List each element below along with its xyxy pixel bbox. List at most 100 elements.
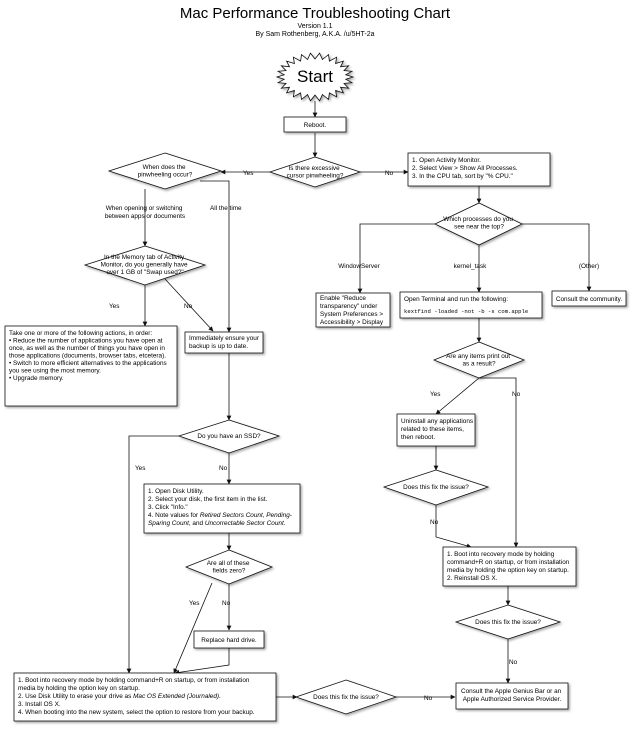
node-backup: Immediately ensure your backup is up to … (184, 331, 264, 354)
node-fix-question-2-text: Does this fix the issue? (475, 619, 541, 626)
node-when-question-shape (107, 152, 223, 190)
node-backup-line: backup is up to date. (189, 343, 248, 350)
node-which-question-line: Which processes do you (443, 216, 513, 223)
node-activity-monitor-line: 2. Select View > Show All Processes. (412, 165, 518, 172)
node-ssd-question: Do you have an SSD? (177, 419, 281, 454)
node-when-question-line: When does the (143, 164, 186, 171)
node-recovery-left-tail: 3. Install OS X. 4. When booting into th… (18, 701, 255, 716)
node-zero-question-line: fields zero? (213, 568, 246, 575)
node-genius-line: Apple Authorized Service Provider. (463, 696, 562, 703)
node-fix-question-1-shape (382, 469, 490, 506)
node-replace-drive-text: Replace hard drive. (201, 637, 257, 644)
node-recovery-left-step2-em: Mac OS Extended (Journaled) (133, 693, 219, 700)
node-genius: Consult the Apple Genius Bar or an Apple… (455, 682, 569, 710)
node-reduce-transparency-line: Accessibility > Display (320, 319, 384, 326)
label-no-fix2: No (509, 659, 518, 666)
node-uninstall: Uninstall any applications related to th… (396, 413, 476, 447)
label-no-fix1: No (430, 519, 439, 526)
node-disk-utility-note-em2: Sparing Count, (148, 520, 191, 527)
node-memory-actions-line: you see using the most memory. (9, 368, 101, 375)
node-community-text: Consult the community. (556, 296, 623, 303)
node-reduce-transparency-box (315, 292, 391, 328)
label-yes-cursor: Yes (243, 170, 253, 177)
node-terminal-line: Open Terminal and run the following: (404, 296, 508, 303)
label-no-ssd: No (219, 465, 228, 472)
label-kernel-task: kernel_task (454, 263, 487, 270)
node-replace-drive-line: Replace hard drive. (201, 637, 257, 644)
label-all-time: All the time (210, 205, 242, 212)
node-zero-question-text: Are all of these fields zero? (207, 560, 251, 575)
node-which-question-line: see near the top? (454, 224, 504, 231)
node-recovery-left-step2-prefix: 2. Use Disk Utility to erase your drive … (18, 693, 133, 700)
label-no-cursor: No (385, 170, 394, 177)
node-disk-utility: 1. Open Disk Utility. 2. Select your dis… (143, 483, 301, 534)
node-memory-actions-line: • Switch to more efficient alternatives … (9, 360, 167, 367)
node-disk-utility-note-prefix: 4. Note values for (148, 512, 200, 519)
edge-replace-recovery-left (174, 648, 230, 675)
edge-fix1-recovery (435, 505, 472, 549)
node-which-question-shape (434, 202, 523, 246)
chart-title: Mac Performance Troubleshooting Chart (179, 5, 451, 22)
node-items-question: Are any items print out as a result? (432, 341, 526, 379)
node-terminal-command: kextfind -loaded -not -b -s com.apple (404, 308, 528, 315)
node-cursor-question-line: Is there excessive (289, 165, 341, 172)
node-replace-drive: Replace hard drive. (193, 630, 265, 649)
node-fix-question-2-line: Does this fix the issue? (475, 619, 541, 626)
node-fix-question-1-text: Does this fix the issue? (403, 484, 469, 491)
node-recovery-left-line: 4. When booting into the new system, sel… (18, 709, 255, 716)
node-terminal-text: Open Terminal and run the following: (404, 296, 508, 303)
label-yes-ssd: Yes (135, 465, 145, 472)
node-fix-question-3-line: Does this fix the issue? (313, 694, 379, 701)
node-reduce-transparency-line: System Preferences > (320, 311, 383, 318)
node-reboot-text: Reboot. (304, 122, 327, 129)
node-recovery-left-line: 1. Boot into recovery mode by holding co… (18, 677, 250, 684)
start-label: Start (297, 67, 333, 86)
node-memory-actions-line: • Upgrade memory. (9, 375, 64, 382)
node-disk-utility-line: 3. Click "Info." (148, 504, 188, 511)
node-disk-utility-line: 2. Select your disk, the first item in t… (148, 496, 268, 503)
node-disk-utility-note: 4. Note values for Retired Sectors Count… (148, 512, 292, 519)
node-reduce-transparency-line: transparency" under (320, 303, 378, 310)
node-recovery-right-line: 1. Boot into recovery mode by holding (447, 551, 555, 558)
node-activity-monitor-text: 1. Open Activity Monitor. 2. Select View… (412, 157, 519, 180)
node-reboot-line: Reboot. (304, 122, 327, 129)
node-cursor-question: Is there excessive cursor pinwheeling? (268, 156, 362, 188)
node-start: Start (275, 52, 355, 102)
node-fix-question-3: Does this fix the issue? (294, 679, 398, 715)
node-recovery-left-box (13, 672, 277, 722)
node-backup-text: Immediately ensure your backup is up to … (189, 335, 261, 350)
node-zero-question-line: Are all of these (207, 560, 250, 567)
node-when-question: When does the pinwheeling occur? (107, 152, 223, 190)
node-memory-question-line: over 1 GB of "Swap used?" (106, 269, 183, 276)
node-memory-question-text: In the Memory tab of Activity Monitor, d… (101, 254, 190, 276)
label-no-zero: No (222, 600, 231, 607)
node-cursor-question-shape (268, 156, 362, 188)
node-activity-monitor-line: 3. In the CPU tab, sort by "% CPU." (412, 173, 513, 180)
node-memory-actions-line: those applications (documents, browser t… (9, 353, 166, 360)
node-backup-line: Immediately ensure your (189, 335, 260, 342)
node-memory-actions-line: once, as well as the number of things yo… (9, 345, 165, 352)
node-cursor-question-line: cursor pinwheeling? (287, 173, 344, 180)
node-recovery-right-box (442, 546, 577, 587)
node-items-question-text: Are any items print out as a result? (446, 353, 512, 368)
node-ssd-question-line: Do you have an SSD? (197, 433, 261, 440)
node-when-question-text: When does the pinwheeling occur? (138, 164, 193, 179)
node-disk-utility-line: 1. Open Disk Utility. (148, 488, 204, 495)
node-memory-question-line: In the Memory tab of Activity (104, 254, 185, 261)
node-reduce-transparency-line: Enable "Reduce (320, 295, 366, 302)
node-fix-question-3-text: Does this fix the issue? (313, 694, 379, 701)
edge-zero-recovery-left (173, 582, 213, 674)
edges (126, 101, 592, 700)
node-zero-question: Are all of these fields zero? (184, 549, 274, 585)
node-fix-question-3-shape (294, 679, 398, 715)
node-reduce-transparency-text: Enable "Reduce transparency" under Syste… (320, 295, 385, 326)
node-community-line: Consult the community. (556, 296, 623, 303)
node-community-box (551, 290, 627, 307)
node-reduce-transparency: Enable "Reduce transparency" under Syste… (315, 292, 391, 328)
node-reboot: Reboot. (283, 116, 347, 133)
label-no-items: No (512, 391, 521, 398)
node-terminal-box (399, 291, 543, 319)
node-cursor-question-text: Is there excessive cursor pinwheeling? (287, 165, 344, 180)
node-uninstall-line: then reboot. (401, 434, 435, 441)
